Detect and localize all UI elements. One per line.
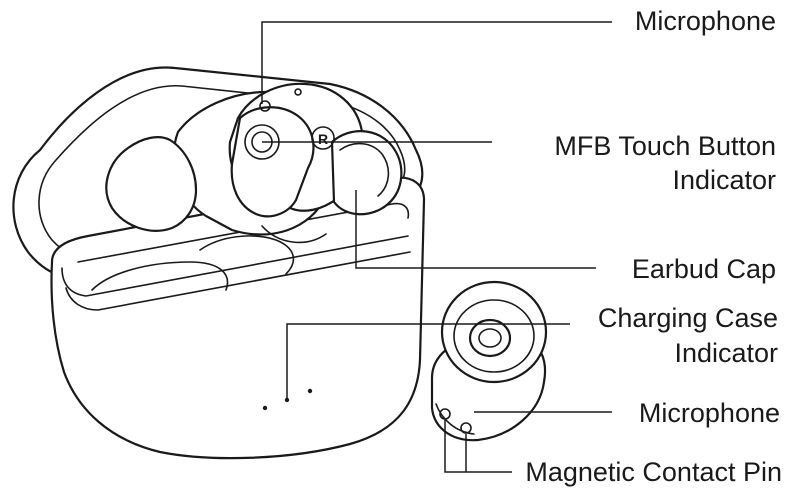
label-charging-case: Charging Case (597, 303, 778, 333)
earbud-marking: R (318, 131, 328, 147)
label-microphone-bottom: Microphone (638, 398, 780, 428)
label-earbud-cap: Earbud Cap (631, 254, 776, 284)
label-mfb-touch-button: MFB Touch Button (554, 131, 776, 161)
leader-microphone-top (261, 21, 612, 104)
label-microphone-top: Microphone (634, 6, 776, 36)
label-mfb-indicator: Indicator (672, 165, 776, 195)
case-body (50, 176, 426, 460)
label-charging-case-indicator: Indicator (674, 338, 778, 368)
leader-magnetic-pin (444, 420, 512, 473)
right-earbud: R (105, 82, 403, 244)
case-cavities (91, 235, 295, 291)
case-indicator-dots (262, 388, 313, 411)
standalone-earbud (430, 280, 548, 442)
leader-earbud-cap (355, 190, 596, 269)
label-magnetic-contact-pin: Magnetic Contact Pin (525, 457, 782, 487)
leader-case-indicator (286, 323, 570, 398)
